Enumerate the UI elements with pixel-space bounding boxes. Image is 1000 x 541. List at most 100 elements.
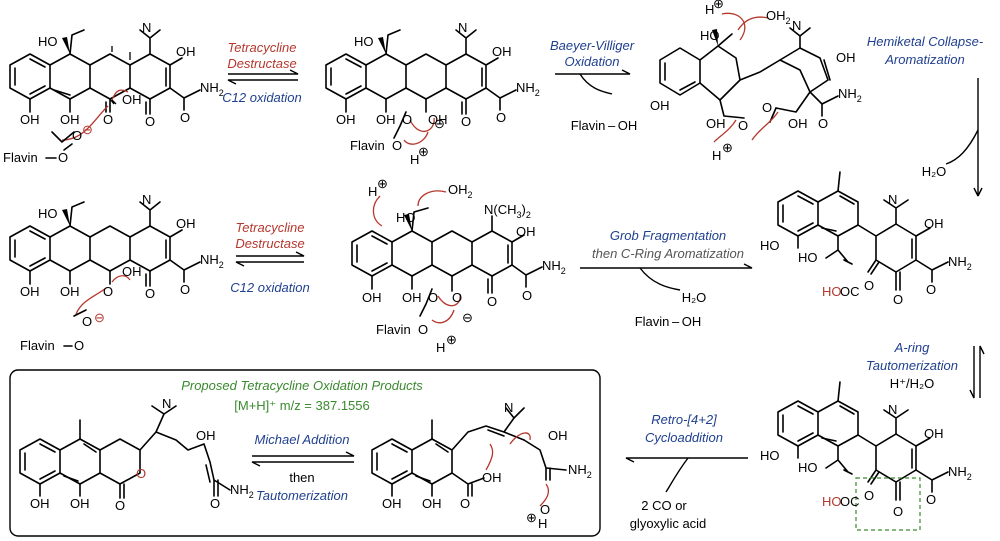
step6-reagent: H⁺/H₂O	[890, 376, 934, 391]
atom-O: O	[487, 294, 497, 309]
products-box: Proposed Tetracycline Oxidation Products…	[9, 369, 601, 537]
atom-O: O	[461, 114, 471, 129]
structure-tetracycline-peroxide-1: HO OH N OH OH O OH O O NH2 Flavin O H ⊕ …	[325, 20, 540, 167]
atom-HO: HO	[700, 28, 720, 43]
atom-OH: OH	[122, 92, 142, 107]
atom-O: O	[926, 282, 936, 297]
atom-OH: OH	[924, 426, 944, 441]
plus-charge: ⊕	[526, 510, 537, 525]
atom-N: N	[792, 18, 801, 33]
atom-HOOC: HO	[822, 494, 842, 509]
atom-OH: OH	[402, 290, 422, 305]
atom-N: N	[888, 402, 897, 417]
atom-OH: OH	[60, 112, 80, 127]
atom-OH2: OH2	[448, 182, 473, 200]
atom-OH: OH	[788, 116, 808, 131]
step-4: Tetracycline Destructase C12 oxidation	[230, 220, 310, 295]
step4-label-top: Tetracycline	[236, 220, 305, 235]
atom-OH: OH	[176, 216, 196, 231]
minus-charge: ⊖	[94, 310, 105, 325]
atom-O: O	[402, 112, 412, 127]
step6-label-top: A-ring	[894, 340, 930, 355]
atom-HOOC: HO	[822, 284, 842, 299]
atom-O: O	[145, 114, 155, 129]
atom-N: N	[458, 20, 467, 35]
step7-byproduct1: 2 CO or	[641, 498, 687, 513]
minus-charge: ⊖	[434, 116, 445, 131]
step5-label-top: Grob Fragmentation	[610, 228, 726, 243]
atom-OH: OH	[428, 112, 448, 127]
atom-H: H	[436, 340, 445, 355]
highlight-box	[855, 477, 921, 531]
atom-HO: HO	[760, 448, 780, 463]
plus-charge: ⊕	[446, 332, 457, 347]
atom-HO: HO	[798, 460, 818, 475]
atom-HO: HO	[798, 250, 818, 265]
step8-label-top: Michael Addition	[255, 432, 350, 447]
atom-OH2: OH2	[766, 8, 791, 26]
atom-HO: HO	[38, 34, 58, 49]
atom-NH2: NH2	[542, 258, 566, 276]
atom-OH: OH	[362, 290, 382, 305]
atom-O: O	[738, 118, 748, 133]
atom-NMe: N(CH3)2	[484, 202, 531, 220]
atom-flavin: Flavin	[20, 338, 55, 353]
atom-OH: OH	[336, 112, 356, 127]
atom-NH2: NH2	[200, 80, 224, 98]
atom-OH: OH	[196, 428, 216, 443]
atom-O: O	[428, 290, 438, 305]
step3-byproduct: H₂O	[922, 164, 947, 179]
atom-O: O	[180, 110, 190, 125]
atom-O: O	[418, 322, 428, 337]
step2-label-top2: Oxidation	[565, 54, 620, 69]
atom-OH: OH	[482, 470, 502, 485]
atom-H: H	[712, 148, 721, 163]
atom-O: O	[460, 496, 470, 511]
step-5: Grob Fragmentation then C-Ring Aromatiza…	[580, 228, 753, 329]
minus-charge: ⊖	[462, 310, 473, 325]
atom-OC: OC	[840, 284, 860, 299]
atom-O: O	[136, 466, 146, 481]
atom-O: O	[893, 504, 903, 519]
step4-label-top2: Destructase	[235, 236, 304, 251]
step-6: A-ring Tautomerization H⁺/H₂O	[866, 340, 985, 399]
structure-tetracycline-2: HO OH N OH OH O OH O O NH2 Flavin O O ⊖	[9, 192, 224, 353]
atom-O: O	[103, 284, 113, 299]
atom-flavin: Flavin	[350, 138, 385, 153]
atom-O: O	[864, 278, 874, 293]
atom-O: O	[452, 290, 462, 305]
atom-O: O	[58, 150, 68, 165]
atom-O: O	[540, 502, 550, 517]
step3-label-top: Hemiketal Collapse-	[867, 34, 984, 49]
atom-O: O	[145, 286, 155, 301]
atom-HO: HO	[354, 34, 374, 49]
step1-label-bottom: C12 oxidation	[222, 90, 302, 105]
step8-label-mid: then	[289, 470, 314, 485]
atom-H: H	[368, 184, 377, 199]
atom-OH: OH	[836, 50, 856, 65]
structure-naphthyl-intermediate-2: HO HO OH N HO OC O O O NH2	[760, 381, 972, 531]
atom-N: N	[504, 400, 513, 415]
atom-O: O	[180, 282, 190, 297]
atom-O: O	[103, 112, 113, 127]
step8-label-bottom: Tautomerization	[256, 488, 348, 503]
atom-OH: OH	[20, 112, 40, 127]
plus-charge: ⊕	[418, 144, 429, 159]
step-1: Tetracycline Destructase C12 oxidation	[222, 40, 302, 105]
atom-OH: OH	[176, 44, 196, 59]
atom-O: O	[392, 138, 402, 153]
atom-OH: OH	[382, 496, 402, 511]
atom-HO: HO	[760, 238, 780, 253]
step3-label-top2: Aromatization	[884, 52, 964, 67]
atom-OH: OH	[30, 496, 50, 511]
atom-NH2: NH2	[948, 254, 972, 272]
minus-charge: ⊖	[82, 122, 93, 137]
atom-OH: OH	[376, 112, 396, 127]
atom-OH: OH	[548, 428, 568, 443]
atom-N: N	[162, 396, 171, 411]
atom-O: O	[496, 110, 506, 125]
atom-HO: HO	[38, 206, 58, 221]
step2-label-top: Baeyer-Villiger	[550, 38, 635, 53]
atom-OH: OH	[422, 496, 442, 511]
step5-byproduct1: H₂O	[682, 290, 707, 305]
